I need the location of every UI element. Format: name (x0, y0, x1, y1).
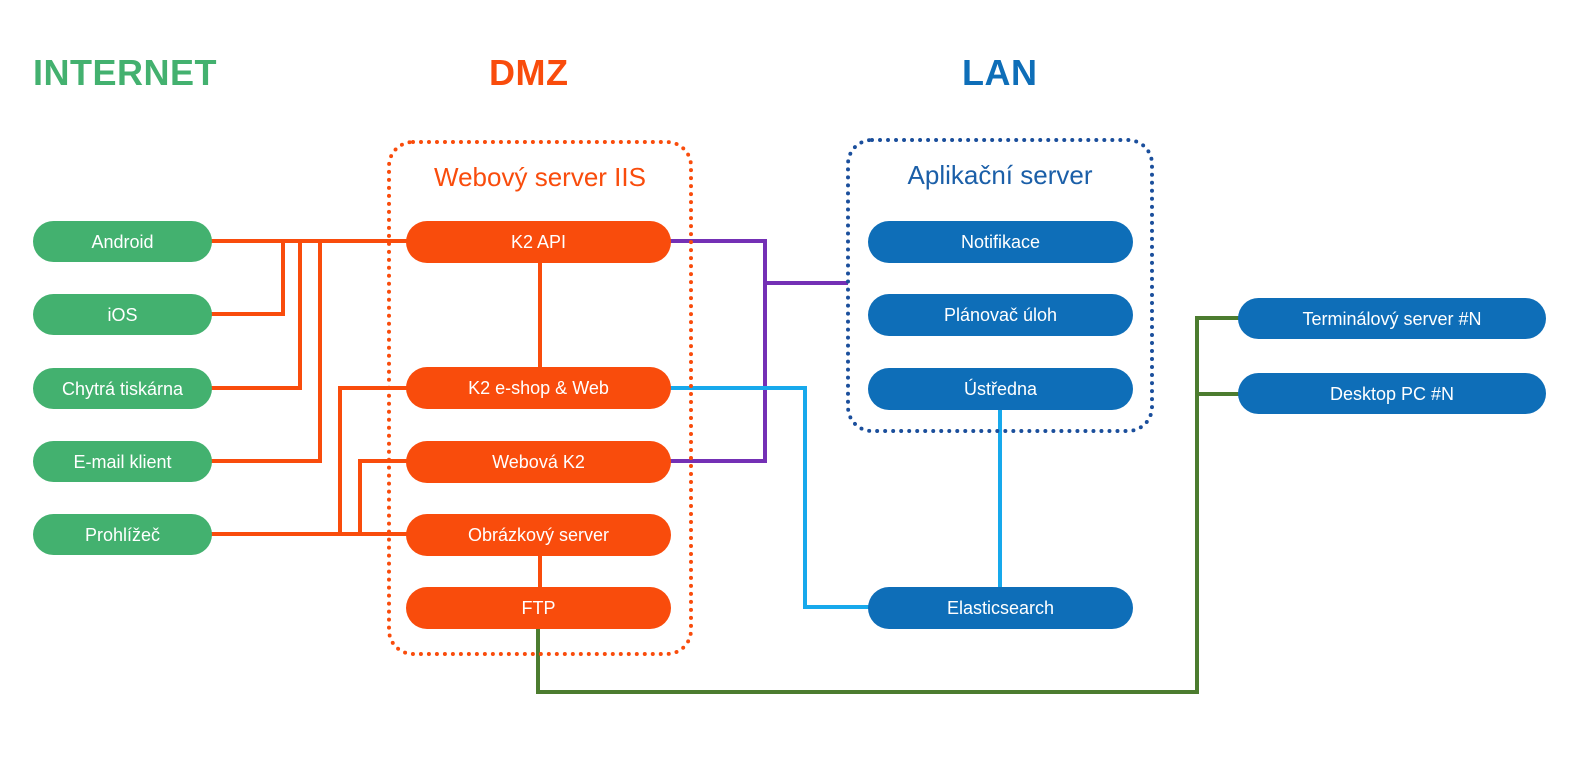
group-box-lan: Aplikační server (846, 138, 1154, 433)
connector-dmz-to-lan (669, 239, 848, 463)
node-android[interactable]: Android (33, 221, 212, 262)
node-webova-k2[interactable]: Webová K2 (406, 441, 671, 483)
node-terminalovy-server[interactable]: Terminálový server #N (1238, 298, 1546, 339)
wire-printer-to-k2api (210, 239, 302, 390)
wire-k2api-to-appserver (669, 239, 848, 285)
zone-title-dmz: DMZ (489, 52, 569, 93)
node-desktop-pc[interactable]: Desktop PC #N (1238, 373, 1546, 414)
node-ios[interactable]: iOS (33, 294, 212, 335)
group-caption-lan: Aplikační server (907, 160, 1093, 190)
node-obrazkovy-server[interactable]: Obrázkový server (406, 514, 671, 556)
wire-email-to-k2api (210, 239, 322, 463)
node-chytra-tiskarna[interactable]: Chytrá tiskárna (33, 368, 212, 409)
wire-eshop-to-elasticsearch (669, 386, 870, 609)
node-ftp[interactable]: FTP (406, 587, 671, 629)
wire-ios-to-k2api (210, 239, 285, 316)
node-ustredna[interactable]: Ústředna (868, 368, 1133, 410)
node-prohlizec[interactable]: Prohlížeč (33, 514, 212, 555)
node-elasticsearch[interactable]: Elasticsearch (868, 587, 1133, 629)
node-k2-eshop-web[interactable]: K2 e-shop & Web (406, 367, 671, 409)
node-k2-api[interactable]: K2 API (406, 221, 671, 263)
node-email-klient[interactable]: E-mail klient (33, 441, 212, 482)
zone-title-internet: INTERNET (33, 52, 217, 93)
node-planovac-uloh[interactable]: Plánovač úloh (868, 294, 1133, 336)
node-notifikace[interactable]: Notifikace (868, 221, 1133, 263)
group-caption-dmz: Webový server IIS (434, 162, 646, 192)
wire-browser-to-eshop (210, 386, 407, 536)
group-box-dmz: Webový server IIS (387, 140, 693, 656)
zone-title-lan: LAN (962, 52, 1038, 93)
